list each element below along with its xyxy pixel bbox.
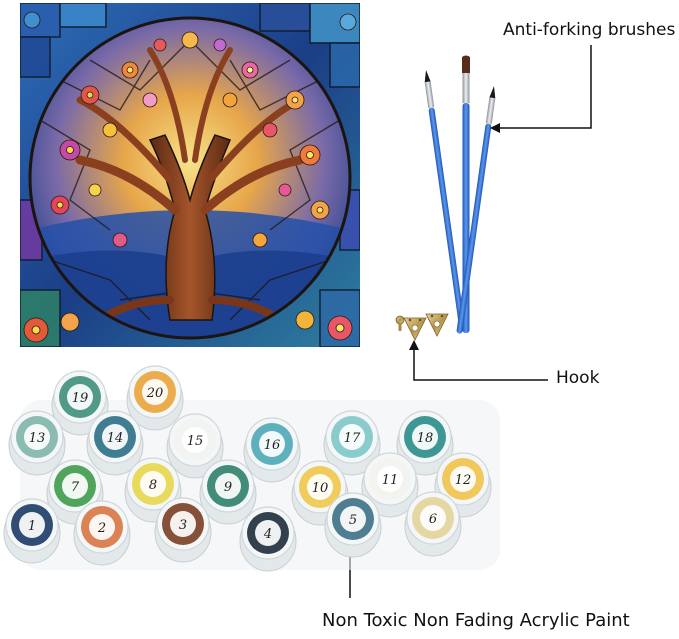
paint-pot-number: 6 [429, 512, 437, 527]
paint-pot-number: 2 [97, 521, 106, 536]
flowers [50, 31, 330, 248]
paint-pot-number: 15 [187, 434, 204, 449]
brush-pointed-left [424, 70, 466, 332]
paint-pot-number: 13 [29, 431, 46, 446]
triangle-hook-1 [403, 317, 427, 341]
paint-pot-number: 11 [382, 473, 399, 488]
paint-pot-6: 6 [404, 491, 462, 557]
tree-trunk [75, 47, 305, 324]
paint-brushes [424, 55, 496, 334]
callout-line-brushes [498, 45, 592, 129]
paint-pot-number: 8 [149, 478, 157, 493]
outer-mosaic-tiles [20, 3, 360, 347]
paint-pot-5: 5 [324, 492, 382, 558]
label-anti-forking-brushes: Anti-forking brushes [503, 20, 676, 40]
paint-pot-number: 3 [179, 518, 187, 533]
glass-circle [30, 18, 350, 338]
paint-pot-number: 17 [344, 431, 361, 446]
paint-pot-number: 1 [28, 519, 36, 534]
paint-pot-number: 7 [71, 480, 80, 495]
paint-pot-number: 16 [264, 438, 281, 453]
paint-pot-3: 3 [154, 497, 212, 563]
triangle-hook-2 [425, 313, 449, 337]
paint-pot-number: 19 [72, 391, 89, 406]
paint-pot-1: 1 [3, 498, 61, 564]
paint-pot-15: 15 [166, 413, 224, 479]
paint-pot-number: 4 [263, 527, 272, 542]
paint-pot-19: 19 [51, 370, 109, 436]
stained-glass-tree-canvas [20, 3, 360, 347]
paint-pot-20: 20 [126, 365, 184, 431]
paint-pot-16: 16 [243, 417, 301, 483]
paint-pot-18: 18 [396, 410, 454, 476]
paint-pot-number: 18 [417, 431, 434, 446]
callout-line-hook [413, 350, 548, 381]
paint-pot-number: 10 [312, 481, 329, 496]
label-acrylic-paint: Non Toxic Non Fading Acrylic Paint [322, 610, 630, 631]
paint-pot-4: 4 [239, 506, 297, 572]
paint-pot-11: 11 [361, 452, 419, 518]
label-hook: Hook [556, 368, 600, 388]
arrow-head-brushes [490, 123, 500, 133]
paint-pot-8: 8 [124, 457, 182, 523]
paint-pot-17: 17 [323, 410, 381, 476]
brush-pointed-right [456, 86, 496, 334]
paint-pot-13: 13 [8, 410, 66, 476]
paint-pot-9: 9 [199, 459, 257, 525]
screw-icon [395, 315, 405, 331]
paint-pot-2: 2 [73, 500, 131, 566]
paint-pot-number: 12 [455, 473, 472, 488]
paint-pot-number: 20 [146, 386, 164, 401]
paint-pot-number: 14 [107, 431, 124, 446]
paint-pot-number: 9 [224, 480, 232, 495]
paint-pot-number: 5 [349, 513, 357, 528]
arrow-head-hook [409, 340, 419, 350]
paint-pot-14: 14 [86, 410, 144, 476]
corner-flowers [23, 11, 357, 343]
hanging-hooks [395, 313, 449, 341]
